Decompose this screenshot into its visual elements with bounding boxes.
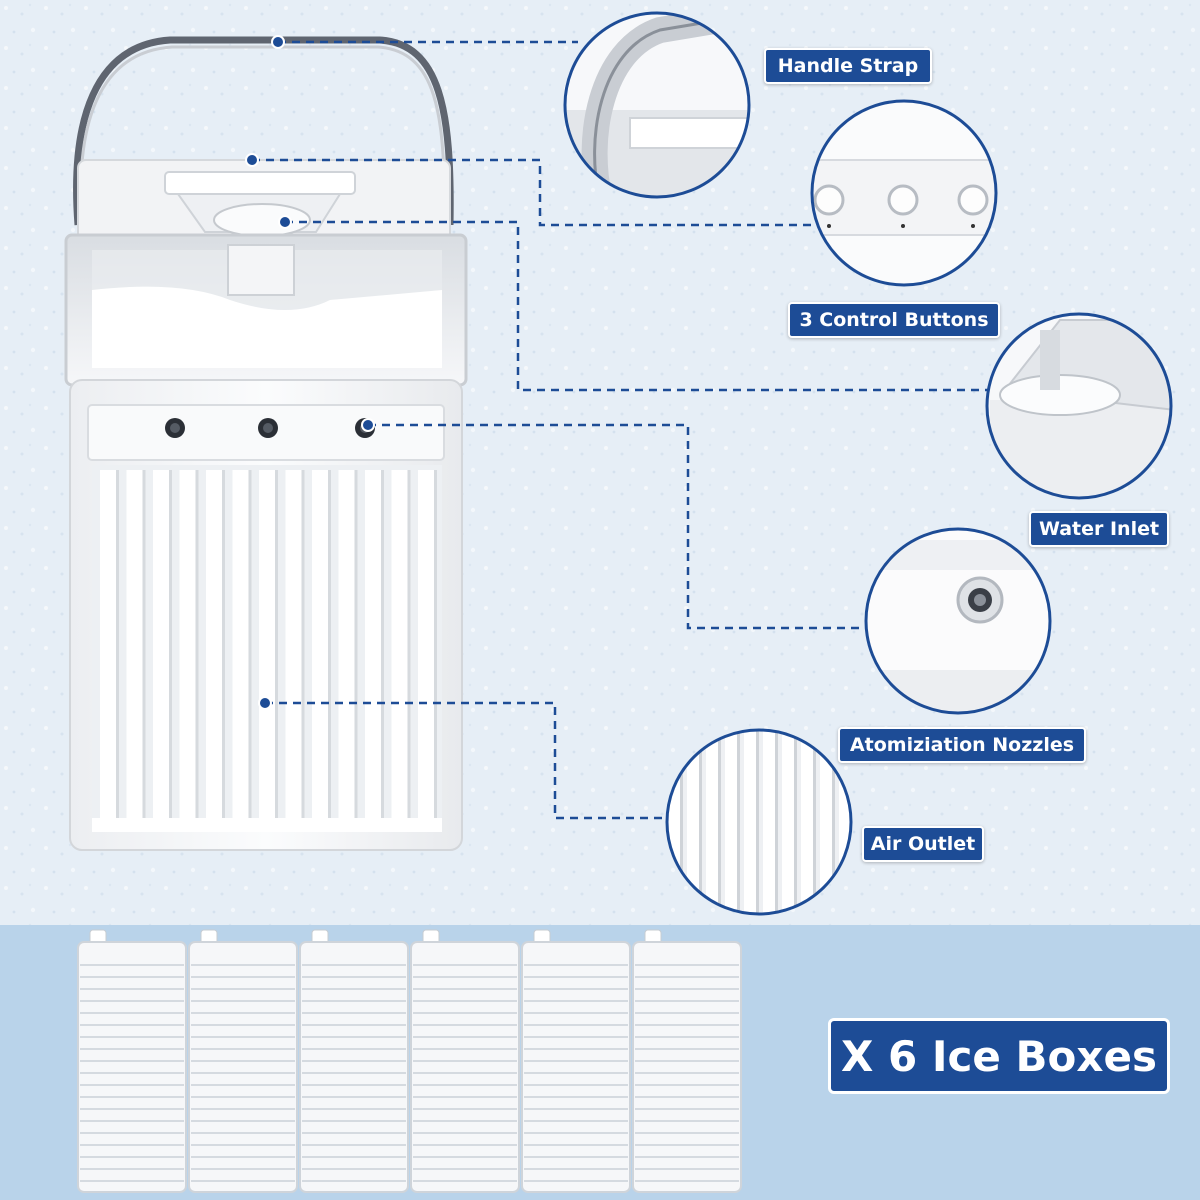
connector-control-buttons — [368, 423, 866, 630]
zoom-control-buttons — [810, 99, 998, 287]
handle-strap — [73, 36, 454, 226]
ice-boxes-label: X 6 Ice Boxes — [828, 1018, 1170, 1094]
connectors — [252, 40, 992, 820]
connector-water-inlet — [252, 158, 816, 227]
ice-box — [521, 929, 631, 1193]
ice-box — [410, 929, 520, 1193]
ice-box — [632, 929, 742, 1193]
ice-box — [188, 929, 298, 1193]
label-water-inlet: Water Inlet — [1029, 511, 1169, 547]
ice-box — [77, 929, 187, 1193]
zoom-air-outlet — [665, 728, 853, 916]
label-air-outlet: Air Outlet — [862, 826, 984, 862]
air-cooler-device — [64, 36, 468, 851]
label-control-buttons: 3 Control Buttons — [788, 302, 1000, 338]
air-outlet-louvers — [100, 470, 437, 820]
connector-air-outlet — [265, 701, 668, 820]
zoom-atomization-nozzles — [864, 527, 1052, 715]
connector-atomization-nozzles — [285, 220, 992, 392]
zoom-water-inlet — [985, 312, 1173, 500]
connector-dots — [245, 35, 375, 710]
label-atomization-nozzles: Atomiziation Nozzles — [838, 727, 1086, 763]
ice-boxes — [77, 929, 742, 1193]
label-handle-strap: Handle Strap — [764, 48, 932, 84]
ice-box — [299, 929, 409, 1193]
